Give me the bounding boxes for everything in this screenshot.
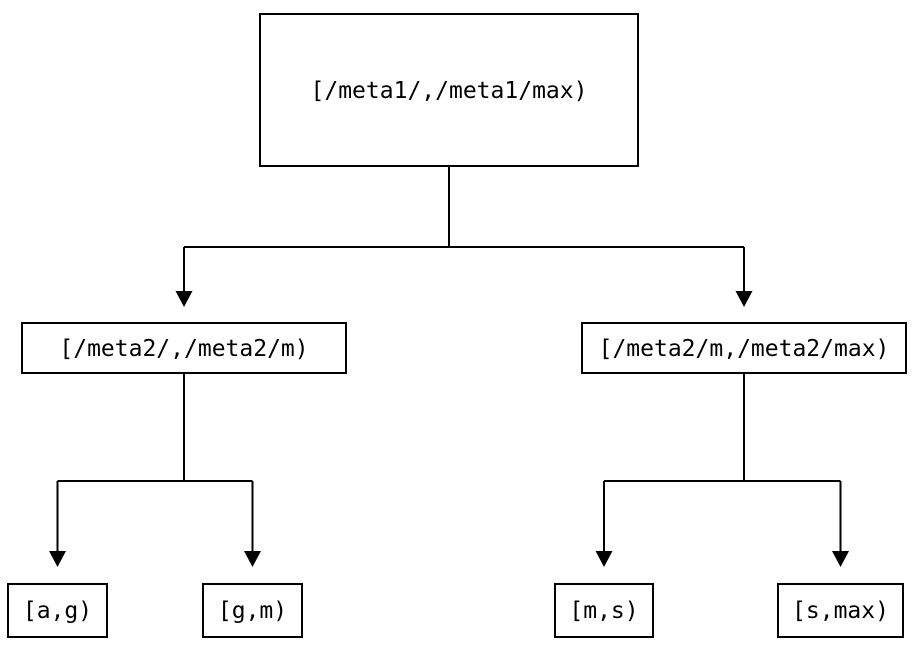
arrowhead-down-icon: [735, 291, 753, 307]
node-leaf-ag-label: [a,g): [23, 598, 92, 624]
node-leaf-gm-label: [g,m): [218, 598, 287, 624]
arrowhead-down-icon: [175, 291, 193, 307]
node-root: [259, 13, 639, 167]
node-leaf-ms: [554, 583, 654, 638]
node-leaf-gm: [202, 583, 303, 638]
arrowhead-down-icon: [244, 551, 261, 567]
node-leaf-smax: [777, 583, 904, 638]
arrowhead-down-icon: [595, 551, 613, 567]
node-meta2-high-label: [/meta2/m,/meta2/max): [599, 336, 890, 362]
arrowhead-down-icon: [49, 551, 66, 567]
node-leaf-ms-label: [m,s): [569, 598, 638, 624]
node-leaf-smax-label: [s,max): [792, 598, 889, 624]
node-meta2-high: [581, 322, 907, 374]
node-meta2-low-label: [/meta2/,/meta2/m): [59, 336, 308, 362]
node-leaf-ag: [7, 583, 108, 638]
node-meta2-low: [21, 322, 347, 374]
arrowhead-down-icon: [832, 551, 849, 567]
node-root-label: [/meta1/,/meta1/max): [311, 78, 588, 104]
